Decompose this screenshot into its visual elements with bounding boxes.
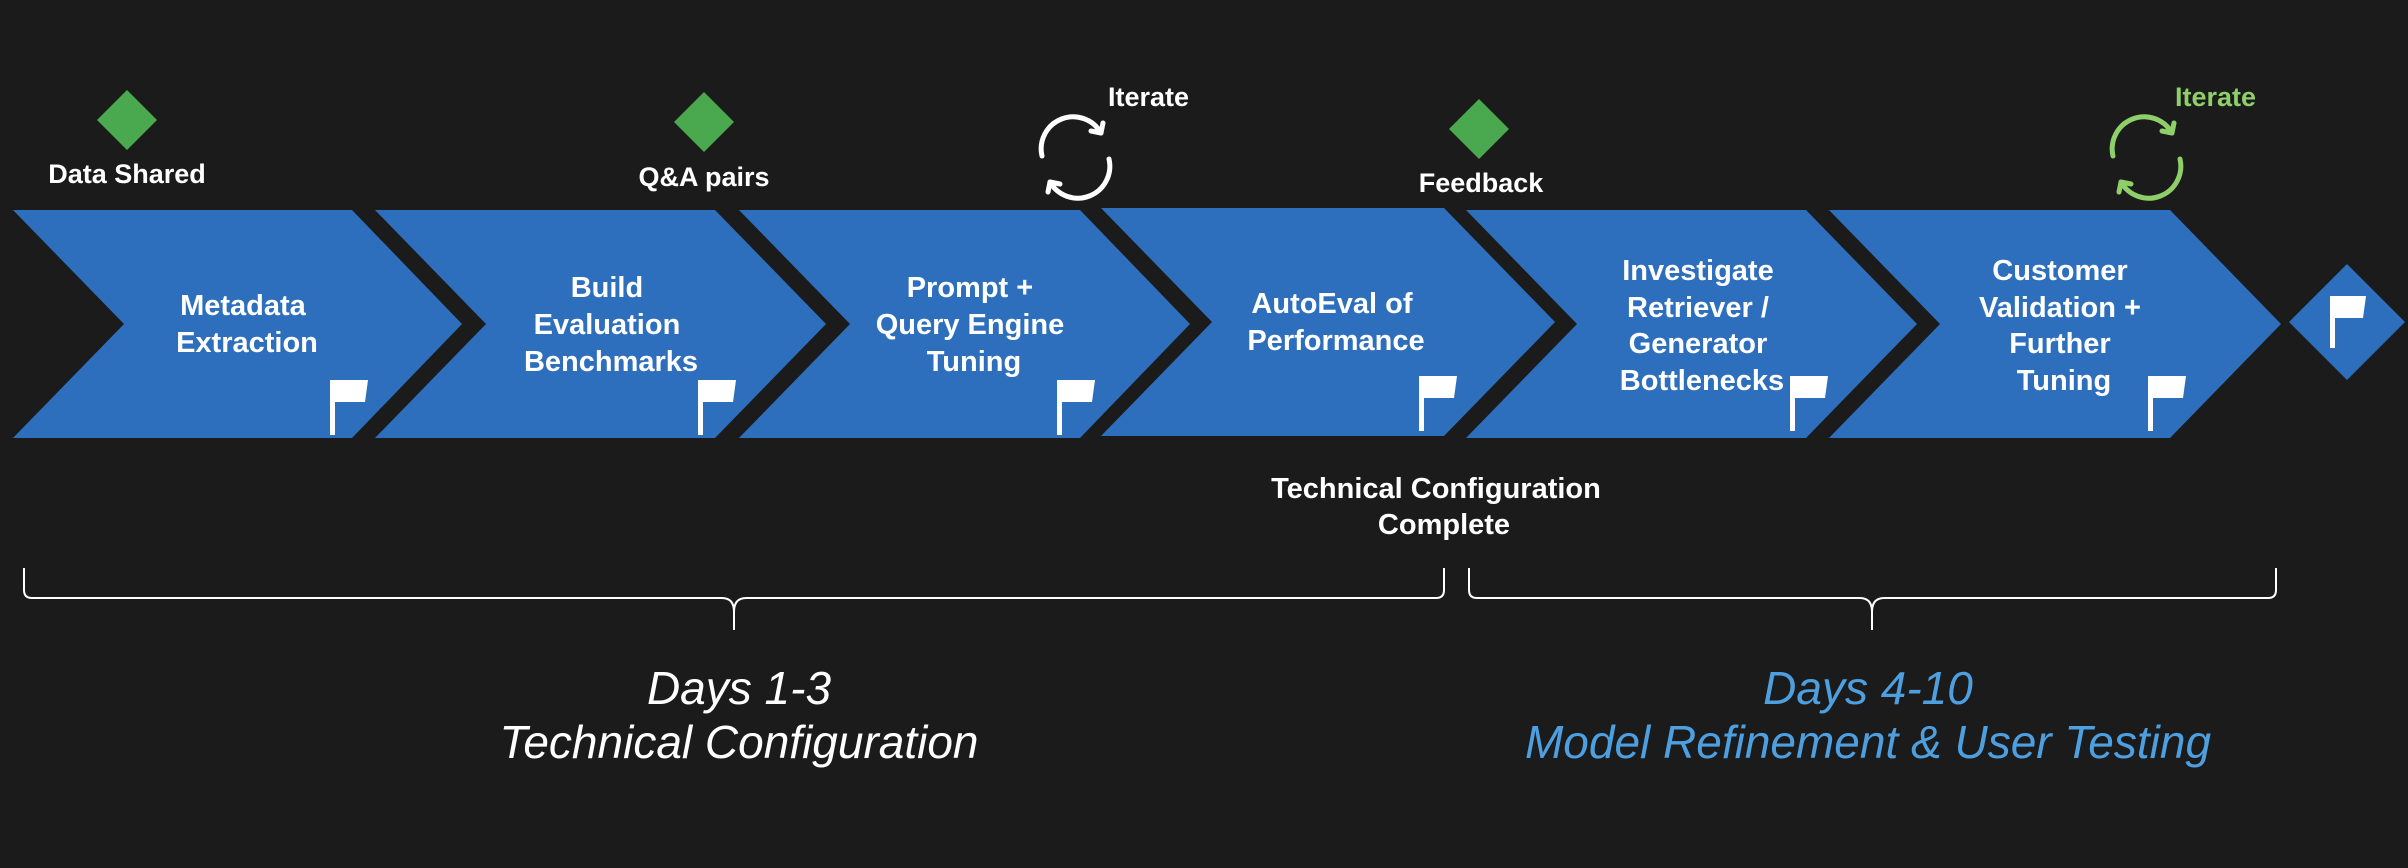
step-build-evaluation-benchmarks: Build Evaluation Benchmarks — [375, 210, 826, 438]
phase-subtitle: Model Refinement & User Testing — [1525, 716, 2211, 768]
step-prompt-query-engine-tuning: Prompt + Query Engine Tuning — [739, 210, 1190, 438]
flag-icon — [1790, 376, 1828, 431]
flag-icon — [2330, 296, 2366, 348]
cycle-arrows-icon — [2109, 114, 2184, 201]
flag-icon — [330, 380, 368, 435]
step-label: Metadata Extraction — [176, 290, 318, 359]
milestone-qa-pairs: Q&A pairs — [638, 92, 770, 192]
milestone-label: Data Shared — [48, 159, 206, 189]
step-metadata-extraction: Metadata Extraction — [13, 210, 462, 438]
step-autoeval-of-performance: AutoEval of Performance — [1101, 208, 1555, 436]
green-diamond-icon — [674, 92, 734, 152]
step-label: AutoEval of Performance — [1247, 288, 1424, 357]
flag-icon — [2148, 376, 2186, 431]
step-customer-validation-further-tuning: Customer Validation + Further Tuning — [1829, 210, 2281, 438]
iterate-indicator-1: Iterate — [1038, 82, 1189, 201]
step-label: Investigate Retriever / Generator Bottle… — [1620, 255, 1784, 397]
chevron-row: Metadata Extraction Build Evaluation Ben… — [13, 208, 2405, 438]
milestone-label: Q&A pairs — [638, 162, 769, 192]
iterate-indicator-2: Iterate — [2109, 82, 2256, 201]
green-diamond-icon — [97, 90, 157, 150]
flag-icon — [698, 380, 736, 435]
phase-title: Days 4-10 — [1763, 662, 1973, 714]
flag-icon — [1057, 380, 1095, 435]
final-diamond-shape — [2289, 264, 2405, 380]
step-label: Prompt + Query Engine Tuning — [876, 272, 1073, 378]
iterate-label: Iterate — [2175, 82, 2256, 112]
phase-2-brace — [1468, 568, 2277, 630]
final-milestone — [2289, 264, 2405, 380]
step-label: Customer Validation + Further Tuning — [1979, 255, 2149, 397]
phase-1-label: Days 1-3 Technical Configuration — [499, 662, 978, 768]
milestone-label: Feedback — [1419, 168, 1545, 198]
checkpoint-label: Technical Configuration Complete — [1271, 473, 1609, 541]
iterate-label: Iterate — [1108, 82, 1189, 112]
phase-2-label: Days 4-10 Model Refinement & User Testin… — [1525, 662, 2211, 768]
phase-1-brace — [23, 568, 1445, 630]
cycle-arrows-icon — [1038, 114, 1113, 201]
flag-icon — [1419, 376, 1457, 431]
green-diamond-icon — [1449, 99, 1509, 159]
milestone-feedback: Feedback — [1419, 99, 1545, 198]
step-label: Build Evaluation Benchmarks — [524, 272, 698, 378]
phase-title: Days 1-3 — [647, 662, 831, 714]
phase-subtitle: Technical Configuration — [499, 716, 978, 768]
step-investigate-retriever-generator-bottlenecks: Investigate Retriever / Generator Bottle… — [1466, 210, 1917, 438]
milestone-data-shared: Data Shared — [48, 90, 206, 189]
